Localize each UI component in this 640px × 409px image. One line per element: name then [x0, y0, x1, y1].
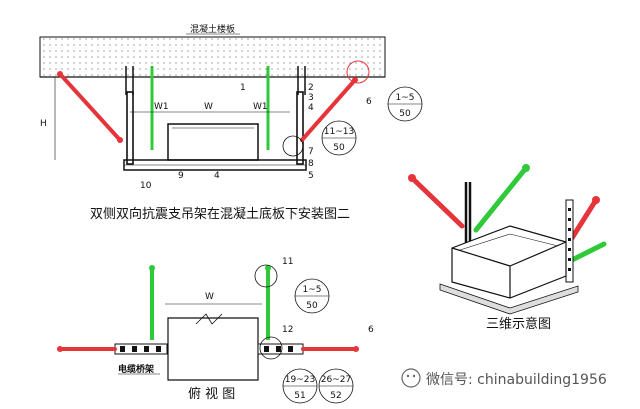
dim-h: H: [40, 119, 47, 129]
svg-text:1~5: 1~5: [303, 285, 322, 295]
callout-9: 9: [178, 171, 184, 181]
svg-text:51: 51: [294, 391, 305, 401]
callout-4: 4: [308, 103, 314, 113]
plan-callout-11: 11: [282, 257, 293, 267]
cable-tray-label: 电缆桥架: [118, 363, 154, 375]
view-3d-title: 三维示意图: [486, 316, 551, 332]
svg-text:19~23: 19~23: [285, 375, 315, 385]
svg-text:50: 50: [333, 143, 345, 153]
watermark: 微信号: chinabuilding1956: [401, 368, 607, 388]
concrete-slab: [39, 36, 386, 78]
svg-text:50: 50: [306, 301, 318, 311]
concrete-label: 混凝土楼板: [190, 23, 235, 35]
callout-1: 1: [240, 83, 246, 93]
callout-6: 6: [366, 97, 372, 107]
watermark-text: 微信号: chinabuilding1956: [426, 372, 607, 388]
detail-ref-mid: 11~13 50: [321, 120, 357, 156]
section-view: 混凝土楼板 H: [39, 23, 423, 222]
callout-8: 8: [308, 159, 314, 169]
dim-w: W: [204, 102, 213, 112]
tray-3d: [451, 225, 567, 299]
callout-3: 3: [308, 93, 314, 103]
plan-detail-ref-left: 19~23 51: [282, 368, 318, 404]
svg-text:50: 50: [399, 109, 411, 119]
plan-callout-12: 12: [282, 325, 293, 335]
view-3d: 三维示意图: [408, 164, 607, 332]
plan-detail-ref-top: 1~5 50: [294, 278, 330, 314]
svg-text:52: 52: [330, 391, 341, 401]
callout-2: 2: [308, 83, 314, 93]
plan-callout-6: 6: [368, 325, 374, 335]
dim-w1-right: W1: [253, 102, 268, 112]
plan-detail-ref-right: 26~27 52: [318, 368, 354, 404]
plan-dim-w: W: [205, 292, 214, 302]
section-title: 双侧双向抗震支吊架在混凝土底板下安装图二: [90, 206, 350, 222]
callout-4b: 4: [214, 171, 220, 181]
callout-7: 7: [308, 147, 314, 157]
plan-view: W 电缆桥架 11 12 6 1~5 50: [57, 257, 374, 404]
svg-text:11~13: 11~13: [324, 127, 354, 137]
callout-5: 5: [308, 171, 314, 181]
callout-10: 10: [140, 181, 152, 191]
svg-text:26~27: 26~27: [321, 375, 351, 385]
cable-tray-section: [167, 123, 259, 161]
dim-w1-left: W1: [154, 102, 169, 112]
svg-text:1~5: 1~5: [396, 93, 415, 103]
plan-title: 俯 视 图: [188, 386, 235, 402]
detail-ref-top: 1~5 50: [387, 86, 423, 122]
